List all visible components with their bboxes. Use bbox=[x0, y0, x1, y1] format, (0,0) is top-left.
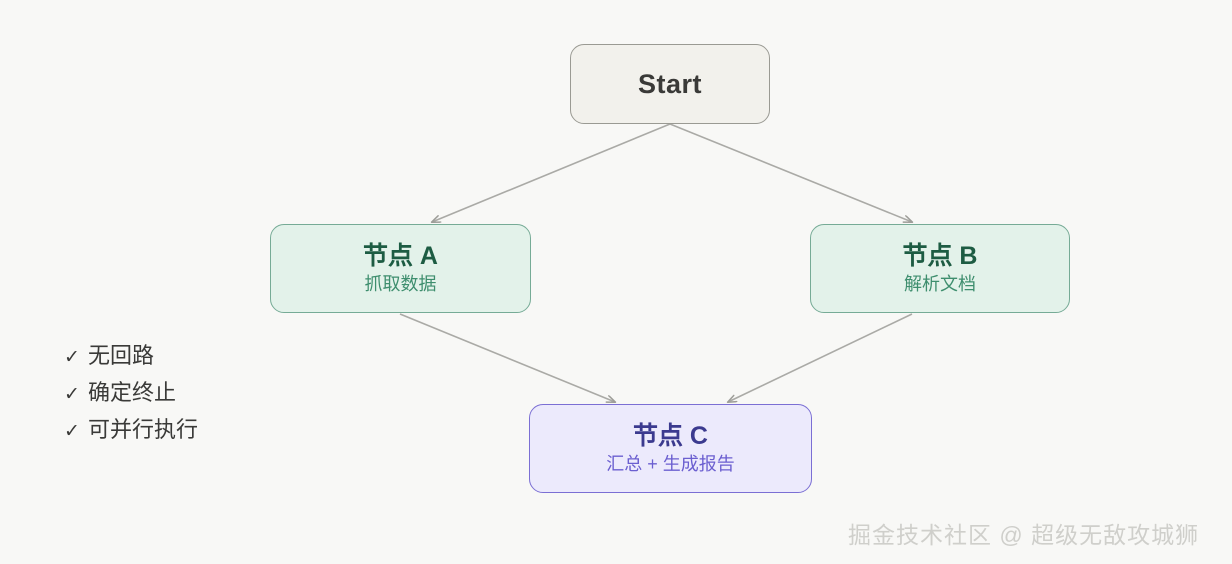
checklist-item-label: 确定终止 bbox=[88, 379, 177, 405]
edge-node-a-to-node-c bbox=[399, 313, 615, 402]
edge-start-to-node-a bbox=[432, 123, 671, 222]
node-b[interactable]: 节点 B 解析文档 bbox=[810, 224, 1070, 313]
node-a-title: 节点 A bbox=[362, 242, 438, 271]
check-icon: ✓ bbox=[64, 383, 80, 405]
checklist-item: ✓ 确定终止 bbox=[64, 377, 198, 409]
edge-start-to-node-b bbox=[669, 123, 912, 222]
checklist-item-label: 无回路 bbox=[88, 343, 155, 368]
node-c[interactable]: 节点 C 汇总 + 生成报告 bbox=[529, 404, 812, 493]
node-start-title: Start bbox=[637, 68, 702, 99]
node-b-title: 节点 B bbox=[902, 242, 978, 271]
properties-checklist: ✓ 无回路 ✓ 确定终止 ✓ 可并行执行 bbox=[64, 340, 198, 446]
checklist-item-label: 可并行执行 bbox=[88, 416, 199, 442]
checklist-item: ✓ 可并行执行 bbox=[64, 414, 198, 446]
check-icon: ✓ bbox=[64, 347, 80, 368]
node-start[interactable]: Start bbox=[570, 44, 770, 124]
node-c-title: 节点 C bbox=[632, 422, 708, 451]
node-a-subtitle: 抓取数据 bbox=[364, 274, 437, 295]
node-a[interactable]: 节点 A 抓取数据 bbox=[270, 224, 531, 313]
checklist-item: ✓ 无回路 bbox=[64, 340, 198, 372]
edge-node-b-to-node-c bbox=[728, 313, 913, 402]
node-b-subtitle: 解析文档 bbox=[904, 274, 976, 295]
check-icon: ✓ bbox=[64, 420, 80, 442]
node-c-subtitle: 汇总 + 生成报告 bbox=[606, 454, 735, 475]
watermark: 掘金技术社区 @ 超级无敌攻城狮 bbox=[848, 522, 1200, 548]
